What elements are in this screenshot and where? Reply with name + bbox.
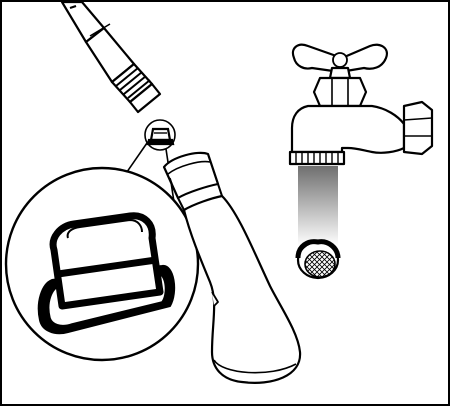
washer-icon <box>144 119 176 151</box>
sprayer-head-icon <box>162 151 302 384</box>
washer-magnified-icon <box>4 166 200 362</box>
screen-filter-icon <box>295 239 341 280</box>
faucet-icon <box>288 43 434 166</box>
water-stream <box>298 166 338 246</box>
spray-hose-icon <box>60 2 162 114</box>
